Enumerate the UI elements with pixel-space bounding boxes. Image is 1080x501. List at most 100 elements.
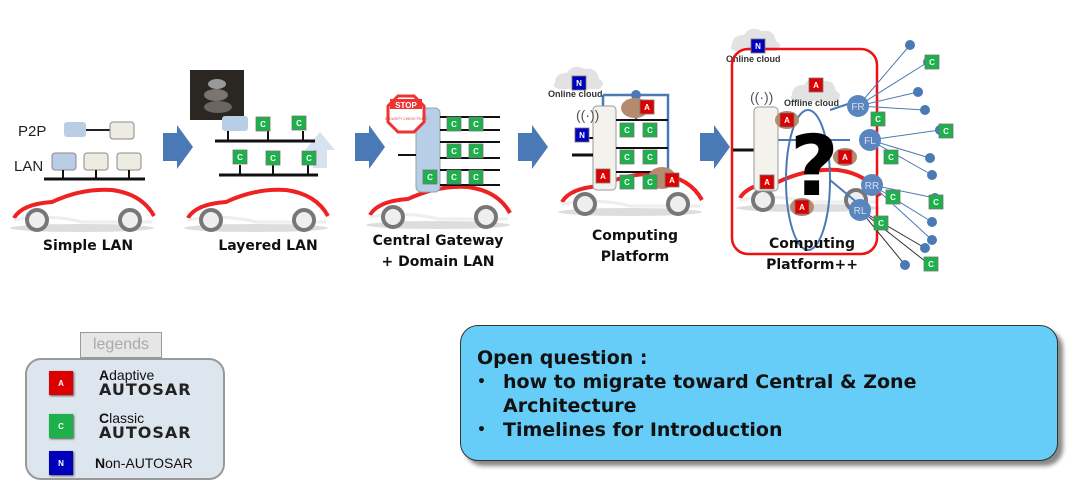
classic-chip: C bbox=[642, 174, 658, 190]
svg-text:C: C bbox=[647, 178, 653, 187]
classic-chip: C bbox=[468, 143, 484, 159]
classic-chip: C bbox=[468, 116, 484, 132]
svg-text:C: C bbox=[647, 153, 653, 162]
adaptive-chip: A bbox=[664, 172, 680, 188]
classic-chip: C bbox=[923, 256, 939, 272]
svg-text:A: A bbox=[669, 176, 675, 185]
classic-chip: C bbox=[642, 149, 658, 165]
stage-label: + Domain LAN bbox=[382, 254, 495, 270]
svg-text:C: C bbox=[473, 147, 479, 156]
classic-chip: C bbox=[885, 189, 901, 205]
car-icon bbox=[364, 184, 512, 231]
ecu-node bbox=[913, 87, 923, 97]
arrow-right-icon bbox=[700, 125, 730, 169]
ecu-node bbox=[925, 153, 935, 163]
computing-platform-plus-diagram: Online cloud Offline cloud ((·)) ? FRFLR… bbox=[726, 28, 945, 270]
svg-text:C: C bbox=[624, 153, 630, 162]
classic-chip: C bbox=[422, 169, 438, 185]
autosar-logo: AUTOSAR bbox=[99, 423, 192, 442]
classic-chip: C bbox=[265, 150, 281, 166]
classic-chip: C bbox=[291, 115, 307, 131]
adaptive-chip: A bbox=[595, 168, 611, 184]
svg-text:N: N bbox=[579, 131, 585, 140]
zone-link bbox=[857, 61, 929, 107]
stage-label: Platform++ bbox=[766, 257, 858, 273]
classic-chip: C bbox=[873, 215, 889, 231]
zone-link bbox=[869, 139, 933, 176]
ecu-node bbox=[920, 105, 930, 115]
svg-text:C: C bbox=[237, 153, 243, 162]
svg-text:C: C bbox=[888, 153, 894, 162]
classic-chip: C bbox=[446, 169, 462, 185]
classic-chip: C bbox=[924, 54, 940, 70]
online-cloud-label: Online cloud bbox=[726, 54, 781, 64]
open-question-title: Open question : bbox=[477, 347, 648, 369]
adaptive-chip: A bbox=[49, 371, 73, 395]
classic-chip: C bbox=[619, 149, 635, 165]
svg-text:C: C bbox=[624, 178, 630, 187]
antenna-icon: ((·)) bbox=[576, 107, 599, 123]
svg-text:A: A bbox=[784, 116, 790, 125]
stage-label: Computing bbox=[592, 228, 678, 244]
arrow-right-icon bbox=[355, 125, 385, 169]
zone-link bbox=[859, 209, 926, 249]
zone-label: RL bbox=[854, 206, 867, 217]
ecu-node bbox=[905, 40, 915, 50]
svg-text:C: C bbox=[260, 120, 266, 129]
classic-chip: C bbox=[446, 143, 462, 159]
non-autosar-chip: N bbox=[49, 451, 73, 475]
svg-text:A: A bbox=[764, 178, 770, 187]
svg-text:A: A bbox=[644, 103, 650, 112]
adaptive-chip: A bbox=[794, 199, 810, 215]
svg-text:C: C bbox=[451, 173, 457, 182]
adaptive-chip: A bbox=[837, 149, 853, 165]
arrow-right-icon bbox=[518, 125, 548, 169]
online-cloud-label: Online cloud bbox=[548, 89, 603, 99]
ecu-node bbox=[900, 260, 910, 270]
ecu-node bbox=[920, 243, 930, 253]
classic-chip: C bbox=[870, 111, 886, 127]
classic-chip: C bbox=[883, 149, 899, 165]
legend-title: legends bbox=[80, 332, 162, 358]
zone-link bbox=[859, 209, 906, 266]
svg-text:SECURITY CHECK POINT: SECURITY CHECK POINT bbox=[385, 117, 428, 121]
svg-text:N: N bbox=[755, 42, 761, 51]
svg-text:C: C bbox=[943, 127, 949, 136]
svg-text:C: C bbox=[890, 193, 896, 202]
classic-chip: C bbox=[938, 123, 954, 139]
autosar-logo: AUTOSAR bbox=[99, 380, 192, 399]
svg-text:C: C bbox=[624, 126, 630, 135]
classic-chip: C bbox=[619, 122, 635, 138]
zone-link bbox=[871, 184, 933, 223]
non-autosar-chip: N bbox=[571, 75, 587, 91]
offline-cloud-label: Offline cloud bbox=[784, 98, 839, 108]
zone-label: RR bbox=[865, 181, 879, 192]
legend-item-non-autosar: N Non-AUTOSAR bbox=[49, 451, 193, 475]
svg-text:C: C bbox=[296, 119, 302, 128]
classic-chip: C bbox=[446, 116, 462, 132]
svg-text:STOP: STOP bbox=[395, 101, 417, 110]
zone-link bbox=[869, 129, 941, 141]
question-mark: ? bbox=[790, 117, 839, 215]
zone-controller bbox=[861, 174, 883, 196]
svg-text:C: C bbox=[647, 126, 653, 135]
ecu-node bbox=[927, 217, 937, 227]
zone-controller bbox=[849, 199, 871, 221]
stage-label: Platform bbox=[601, 249, 669, 265]
ecu-node bbox=[927, 170, 937, 180]
zone-link bbox=[859, 209, 931, 266]
svg-text:A: A bbox=[600, 172, 606, 181]
bullet-item: •how to migrate toward Central & Zone Ar… bbox=[477, 371, 917, 417]
classic-chip: C bbox=[49, 414, 73, 438]
zone-link bbox=[857, 105, 926, 111]
svg-text:C: C bbox=[270, 154, 276, 163]
svg-text:C: C bbox=[427, 173, 433, 182]
p2p-label: P2P bbox=[18, 123, 46, 140]
central-computer bbox=[753, 106, 779, 192]
stage-label: Simple LAN bbox=[43, 238, 133, 254]
svg-text:C: C bbox=[928, 260, 934, 269]
classic-chip: C bbox=[619, 174, 635, 190]
svg-text:C: C bbox=[473, 120, 479, 129]
svg-text:C: C bbox=[473, 173, 479, 182]
svg-text:C: C bbox=[875, 115, 881, 124]
